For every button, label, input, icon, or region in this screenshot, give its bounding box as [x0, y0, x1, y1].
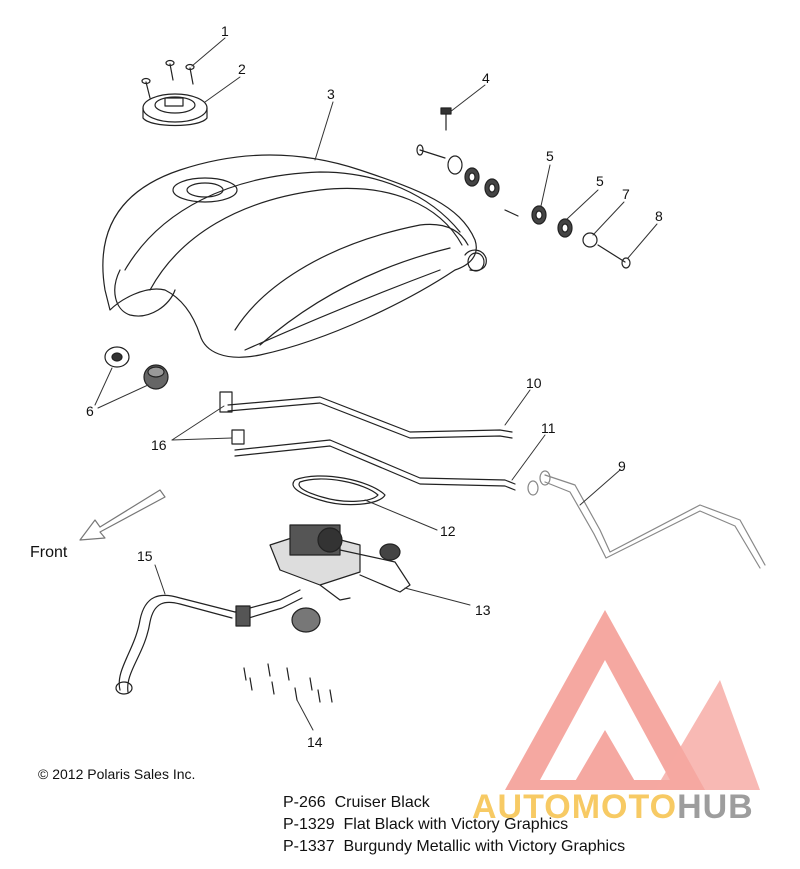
grommets [104, 346, 169, 390]
legend-code: P-1337 [283, 838, 335, 855]
legend-desc: Cruiser Black [334, 794, 430, 811]
callout-14: 14 [307, 734, 323, 750]
front-arrow [79, 489, 166, 541]
legend-desc: Flat Black with Victory Graphics [343, 816, 569, 833]
callout-5b: 5 [596, 173, 604, 189]
fuel-tank [102, 154, 487, 358]
callout-8: 8 [655, 208, 663, 224]
fuel-line-10 [219, 391, 513, 439]
callout-11: 11 [541, 420, 556, 436]
front-label: Front [30, 544, 68, 561]
fuel-cap-flange [142, 93, 208, 127]
callout-15: 15 [137, 548, 153, 564]
screw-set-14 [243, 663, 333, 703]
callout-5a: 5 [546, 148, 554, 164]
mount-hardware [416, 107, 631, 269]
callout-10: 10 [526, 375, 542, 391]
watermark-text-part2: HUB [677, 788, 754, 826]
callout-6: 6 [86, 403, 94, 419]
legend-desc: Burgundy Metallic with Victory Graphics [343, 838, 626, 855]
callout-13: 13 [475, 602, 491, 618]
callout-3: 3 [327, 86, 335, 102]
callout-2: 2 [238, 61, 246, 77]
callout-7: 7 [622, 186, 630, 202]
fuel-line-11 [231, 429, 516, 491]
legend-row: P-1337 Burgundy Metallic with Victory Gr… [283, 836, 625, 858]
fuel-pump-13 [269, 524, 411, 633]
leader-lines [94, 37, 658, 731]
watermark-text-part1: AUTOMOTO [472, 788, 678, 826]
watermark-logo [505, 610, 760, 790]
hose-15 [115, 589, 303, 695]
callout-1: 1 [221, 23, 229, 39]
legend-code: P-1329 [283, 816, 335, 833]
screw-set-1 [141, 59, 195, 99]
legend-code: P-266 [283, 794, 326, 811]
color-legend: P-266 Cruiser Black P-1329 Flat Black wi… [283, 792, 625, 858]
legend-row: P-1329 Flat Black with Victory Graphics [283, 814, 625, 836]
legend-row: P-266 Cruiser Black [283, 792, 625, 814]
watermark-text: AUTOMOTOHUB [472, 788, 754, 827]
copyright-text: © 2012 Polaris Sales Inc. [38, 766, 196, 782]
callout-12: 12 [440, 523, 456, 539]
gasket-12 [292, 475, 386, 506]
vent-hose-9 [527, 470, 766, 569]
callout-16: 16 [151, 437, 167, 453]
callout-4: 4 [482, 70, 490, 86]
callout-9: 9 [618, 458, 626, 474]
